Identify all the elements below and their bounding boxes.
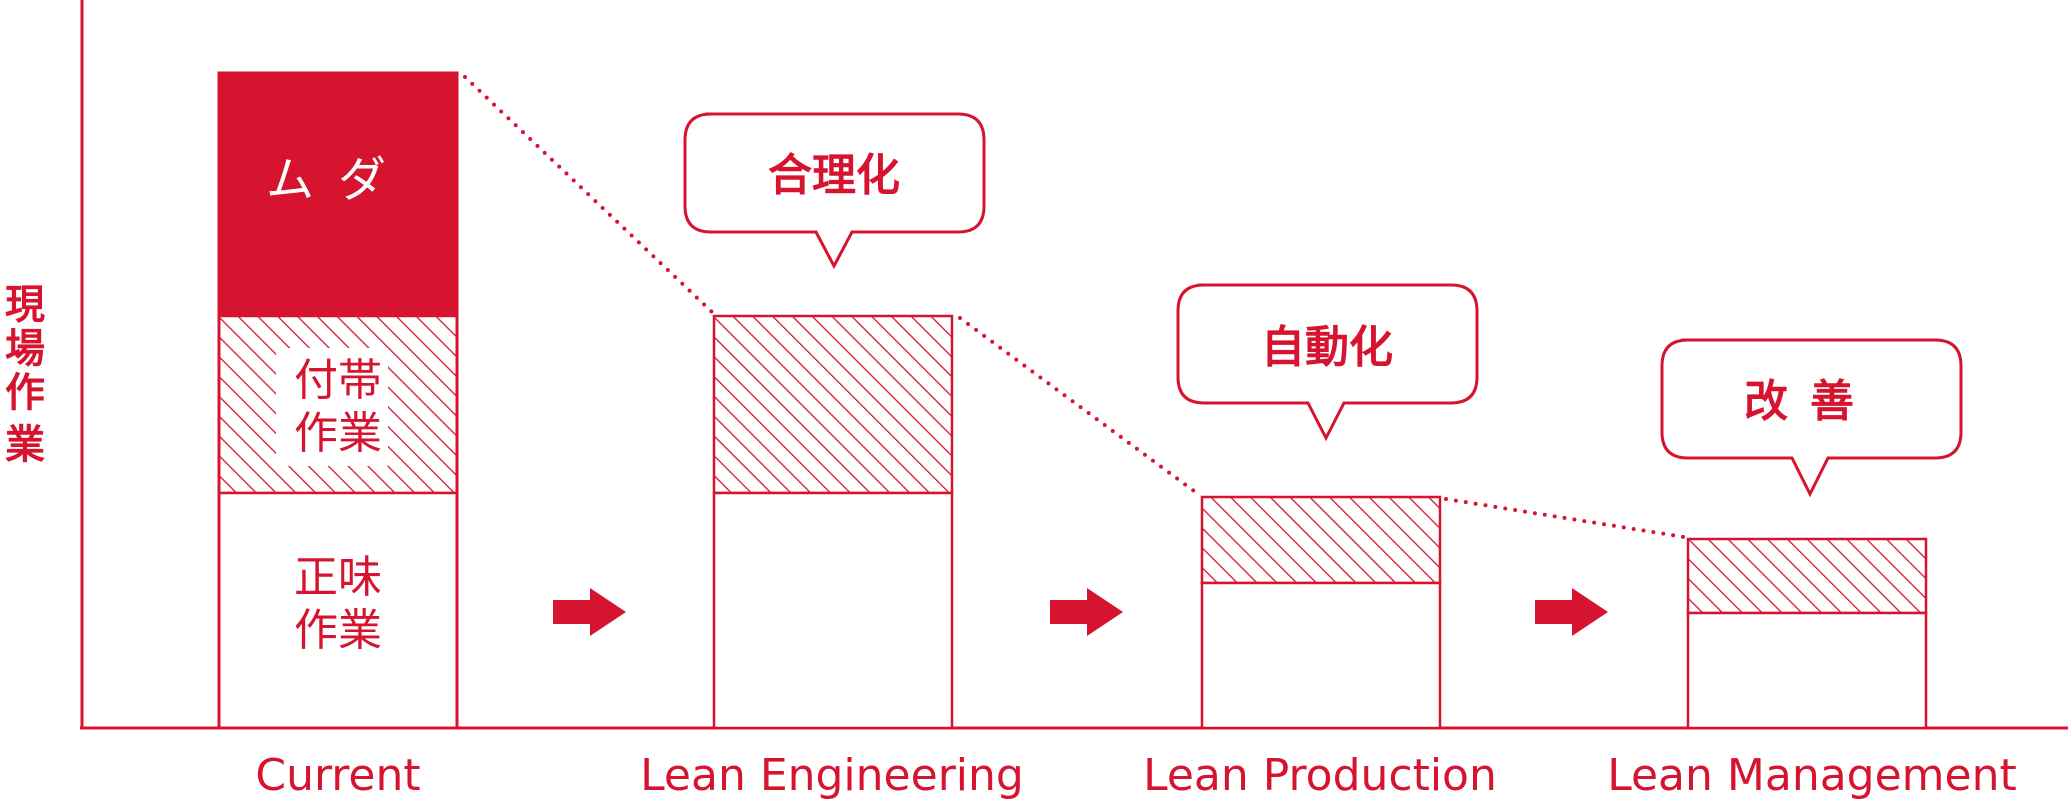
dotted-connector [463, 75, 714, 314]
incidental-label-backdrop [276, 348, 388, 466]
dotted-connector [958, 316, 1200, 496]
y-axis-label-char: 作 [5, 370, 45, 416]
callout-label: 合理化 [768, 150, 900, 201]
value-added-segment [1200, 581, 1442, 730]
value-added-segment [217, 491, 459, 730]
category-label-lean-engineering: Lean Engineering [640, 750, 1024, 801]
y-axis-label-char: 現 [5, 282, 45, 328]
callout-label: 自動化 [1261, 322, 1393, 373]
waste-segment [219, 73, 457, 316]
value-added-segment [712, 491, 954, 730]
right-arrow-icon [1535, 588, 1608, 636]
incidental-work-segment [712, 314, 954, 495]
speech-bubble [683, 112, 986, 270]
callout-rationalization: 合理化 [683, 112, 986, 270]
dotted-connector [1444, 497, 1686, 539]
category-label-current: Current [255, 750, 421, 801]
bar-outline [217, 71, 459, 730]
speech-bubble [1176, 283, 1479, 442]
callout-automation: 自動化 [1176, 283, 1479, 442]
bar-lean-engineering [712, 314, 954, 730]
bar-lean-management [1686, 537, 1928, 730]
y-axis-label-char: 場 [5, 326, 45, 372]
right-arrow-icon [1050, 588, 1123, 636]
value-added-segment [1686, 611, 1928, 730]
incidental-work-segment [1686, 537, 1928, 615]
value-added-work-label-line1: 正味 [294, 552, 382, 603]
speech-bubble [1660, 338, 1963, 498]
y-axis-label: 現 場 作 業 [5, 282, 45, 468]
category-label-lean-management: Lean Management [1607, 750, 2017, 801]
bar-current: ムダ 付帯 作業 正味 作業 [217, 71, 459, 730]
waste-label: ムダ [266, 152, 410, 208]
right-arrow-icon [553, 588, 626, 636]
incidental-work-label-line2: 作業 [294, 408, 382, 459]
incidental-work-label-line1: 付帯 [294, 355, 382, 406]
y-axis-label-char: 業 [5, 422, 45, 468]
bar-lean-production [1200, 495, 1442, 730]
callout-kaizen: 改善 [1660, 338, 1963, 498]
category-label-lean-production: Lean Production [1143, 750, 1497, 801]
callout-label: 改善 [1744, 376, 1876, 427]
reduction-trend-line [463, 75, 1686, 539]
value-added-work-label-line2: 作業 [294, 605, 382, 656]
incidental-work-segment [1200, 495, 1442, 585]
